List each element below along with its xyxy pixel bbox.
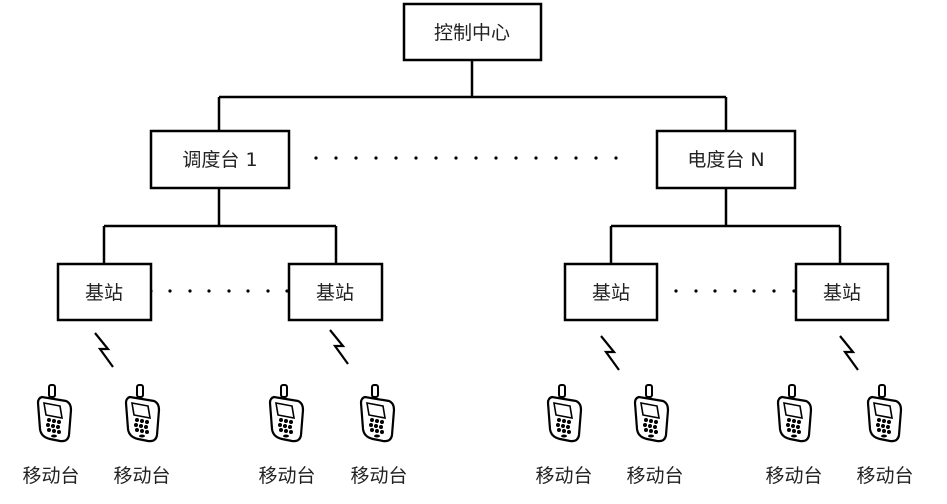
mobile-label-6: 移动台 <box>626 465 683 487</box>
ellipsis-bs-right <box>654 289 796 293</box>
connector-lines <box>102 60 842 264</box>
node-base-station-4-label: 基站 <box>823 282 861 304</box>
lightning-bolt-icon <box>93 331 115 369</box>
node-base-station-4: 基站 <box>794 262 890 322</box>
node-base-station-3: 基站 <box>563 262 659 322</box>
lightning-bolt-icon <box>599 334 621 372</box>
mobile-label-2: 移动台 <box>113 465 170 487</box>
ellipsis-dispatchers <box>314 156 618 160</box>
mobile-phone-icon <box>359 383 396 443</box>
mobile-label-7: 移动台 <box>765 465 822 487</box>
mobile-label-1: 移动台 <box>22 465 79 487</box>
node-dispatcher-n: 电度台 N <box>655 129 797 190</box>
ellipsis-bs-left <box>149 289 289 293</box>
node-control-center-label: 控制中心 <box>434 22 510 44</box>
lightning-bolt-icon <box>328 328 350 366</box>
mobile-phone-icon <box>268 383 305 443</box>
mobile-phone-icon <box>124 383 161 443</box>
node-base-station-3-label: 基站 <box>592 282 630 304</box>
mobile-label-5: 移动台 <box>535 465 592 487</box>
node-dispatcher-1: 调度台 1 <box>149 129 291 190</box>
lightning-bolt-icon <box>838 334 860 372</box>
node-base-station-1: 基站 <box>56 262 153 322</box>
node-base-station-2: 基站 <box>287 262 384 322</box>
mobile-label-8: 移动台 <box>856 465 913 487</box>
mobile-label-4: 移动台 <box>350 465 407 487</box>
node-control-center: 控制中心 <box>402 2 543 62</box>
mobile-labels: 移动台 移动台 移动台 移动台 移动台 移动台 移动台 移动台 <box>22 465 913 487</box>
mobile-phone-icon <box>866 383 903 443</box>
mobile-phone-icon <box>546 383 583 443</box>
node-base-station-2-label: 基站 <box>316 282 354 304</box>
node-base-station-1-label: 基站 <box>85 282 123 304</box>
mobile-phone-icon <box>36 383 73 443</box>
mobile-phone-icon <box>633 383 670 443</box>
mobile-label-3: 移动台 <box>258 465 315 487</box>
mobile-phone-icon <box>776 383 813 443</box>
node-dispatcher-1-label: 调度台 1 <box>182 149 257 171</box>
node-dispatcher-n-label: 电度台 N <box>687 149 764 171</box>
